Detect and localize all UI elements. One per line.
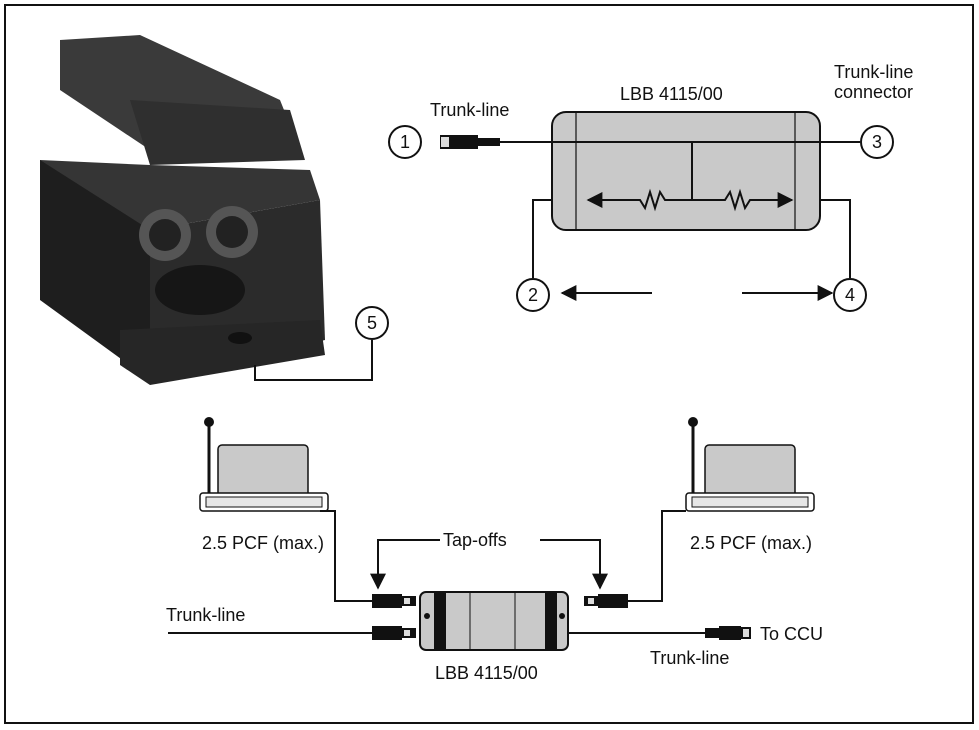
top-schematic — [440, 112, 860, 293]
bottom-device-label: LBB 4115/00 — [435, 663, 538, 683]
trunk-line-left-label: Trunk-line — [166, 605, 245, 625]
callout-1: 1 — [388, 125, 422, 159]
bottom-device-box — [420, 592, 568, 650]
plug-left-bottom — [372, 626, 416, 640]
right-pcf-device — [686, 417, 814, 511]
plug-to-ccu — [705, 626, 751, 640]
trunk-line-connector-label: Trunk-line connector — [834, 62, 944, 102]
right-pcf-label: 2.5 PCF (max.) — [690, 533, 812, 553]
callout-3: 3 — [860, 125, 894, 159]
tap-offs-label: Tap-offs — [443, 530, 507, 550]
plug-right-top — [584, 594, 628, 608]
callout-4: 4 — [833, 278, 867, 312]
trunk-line-right-label: Trunk-line — [650, 648, 729, 668]
top-trunk-line-label: Trunk-line — [430, 100, 509, 120]
top-device-label: LBB 4115/00 — [620, 84, 723, 104]
left-pcf-label: 2.5 PCF (max.) — [202, 533, 324, 553]
callout-5: 5 — [355, 306, 389, 340]
plug-left-top — [372, 594, 416, 608]
to-ccu-label: To CCU — [760, 624, 823, 644]
callout-2: 2 — [516, 278, 550, 312]
left-pcf-device — [200, 417, 328, 511]
product-photo — [40, 35, 325, 385]
